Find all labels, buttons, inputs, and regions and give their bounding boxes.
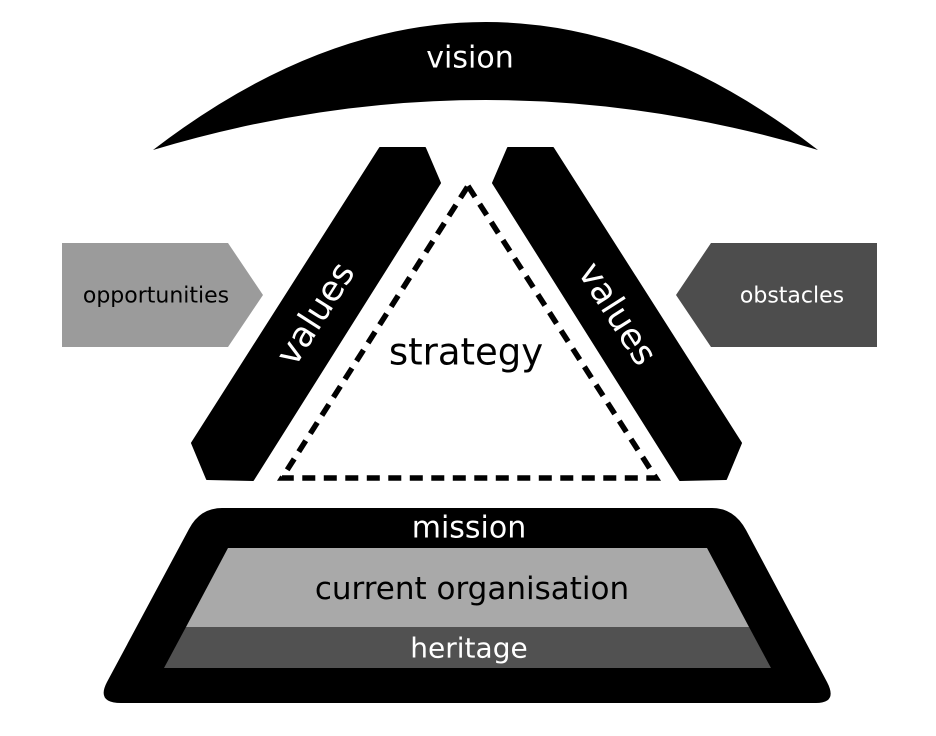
strategy-label: strategy xyxy=(389,331,543,374)
vision-arc-shape xyxy=(153,22,818,150)
values-left-bar-shape xyxy=(191,147,441,481)
heritage-label: heritage xyxy=(410,632,527,665)
vision-label: vision xyxy=(426,41,513,76)
obstacles-arrow-shape xyxy=(676,243,877,347)
mission-label: mission xyxy=(412,511,527,546)
heritage-band-shape xyxy=(164,627,771,668)
strategy-triangle-outline xyxy=(276,180,662,481)
current-organisation-label: current organisation xyxy=(315,571,629,607)
current-organisation-band-shape xyxy=(186,548,749,627)
obstacles-label: obstacles xyxy=(740,284,844,309)
opportunities-arrow-shape xyxy=(62,243,263,347)
opportunities-label: opportunities xyxy=(83,284,229,309)
values-right-bar-shape xyxy=(492,147,742,481)
